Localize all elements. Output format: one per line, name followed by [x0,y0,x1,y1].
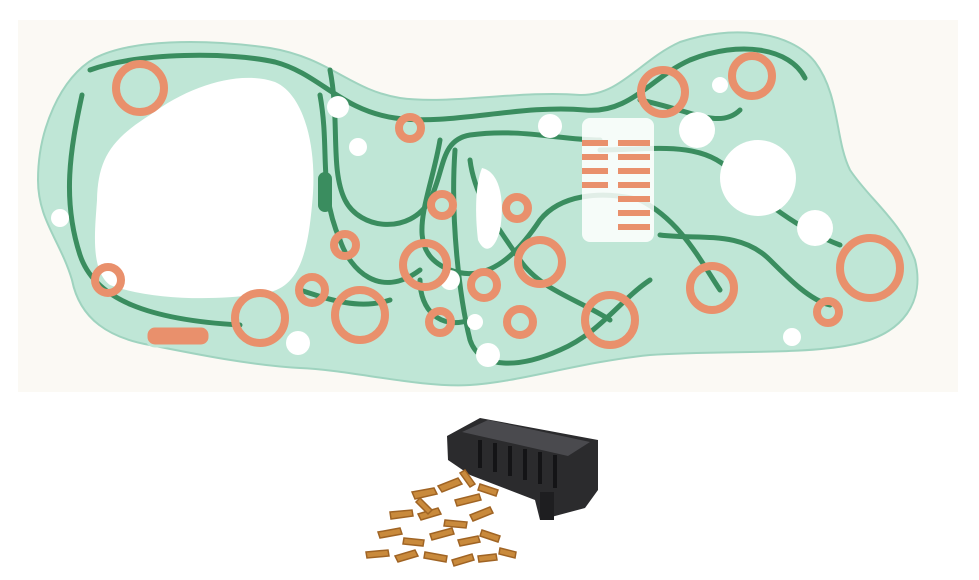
hole [720,140,796,216]
gauge-cutout [94,77,314,299]
pad [330,230,360,260]
terminal-pin [468,506,495,522]
terminal-pin [443,519,468,529]
connector-latch [540,492,554,520]
terminal-pin [423,551,448,563]
hole [797,210,833,246]
hole [783,328,801,346]
pad [295,273,329,307]
finger-pad [582,182,608,188]
terminal-pin [402,537,425,547]
finger-pad [618,182,650,188]
hole [476,343,500,367]
terminal-pin [454,493,482,507]
hole [349,138,367,156]
connector-top [462,420,590,456]
finger-pad [582,168,608,174]
pad [581,291,639,349]
finger-pad [618,210,650,216]
finger-pad [618,196,650,202]
hole [327,96,349,118]
terminal-pin [498,547,517,559]
pad [425,307,455,337]
finger-pad [618,224,650,230]
finger-pad [582,140,608,146]
pad [231,289,289,347]
pad [112,60,168,116]
pad [395,113,425,143]
finger-pad [618,168,650,174]
connector-housing [447,418,598,520]
hole [538,114,562,138]
pad [502,193,532,223]
pad [728,52,776,100]
terminal-pin [477,483,499,497]
connector-area [582,118,654,242]
slot [318,172,332,212]
terminal-pin [457,535,481,547]
terminal-pin [365,549,390,559]
hole [679,112,715,148]
terminal-pin [477,553,498,563]
rect-pad [144,324,212,348]
terminal-pin [393,549,420,563]
terminal-pin [436,477,464,493]
pad [399,239,451,291]
finger-pad [618,140,650,146]
hole [712,77,728,93]
finger-pad [582,154,608,160]
terminal-pins [365,469,517,567]
terminal-pin [377,527,403,539]
terminal-pin [451,553,475,567]
pad [637,66,689,118]
terminal-pin [410,487,439,500]
circuit-board [36,31,919,387]
terminal-pin [429,527,455,541]
pad [836,234,904,302]
terminal-pin [414,496,434,516]
pad [91,263,125,297]
pad [514,236,566,288]
edge-connector-pads [582,118,654,242]
board-holes [51,77,833,367]
terminal-pin [389,509,414,520]
copper-pads [91,52,904,349]
terminal-pin [458,469,477,488]
pad [503,305,537,339]
finger-pad [618,154,650,160]
pad [813,297,843,327]
terminal-pin [479,529,501,543]
hole [51,209,69,227]
pad [686,262,738,314]
pad [467,268,501,302]
pad [427,190,457,220]
hole [286,331,310,355]
pad [331,286,389,344]
slot-cutout [476,168,502,249]
hole [467,314,483,330]
